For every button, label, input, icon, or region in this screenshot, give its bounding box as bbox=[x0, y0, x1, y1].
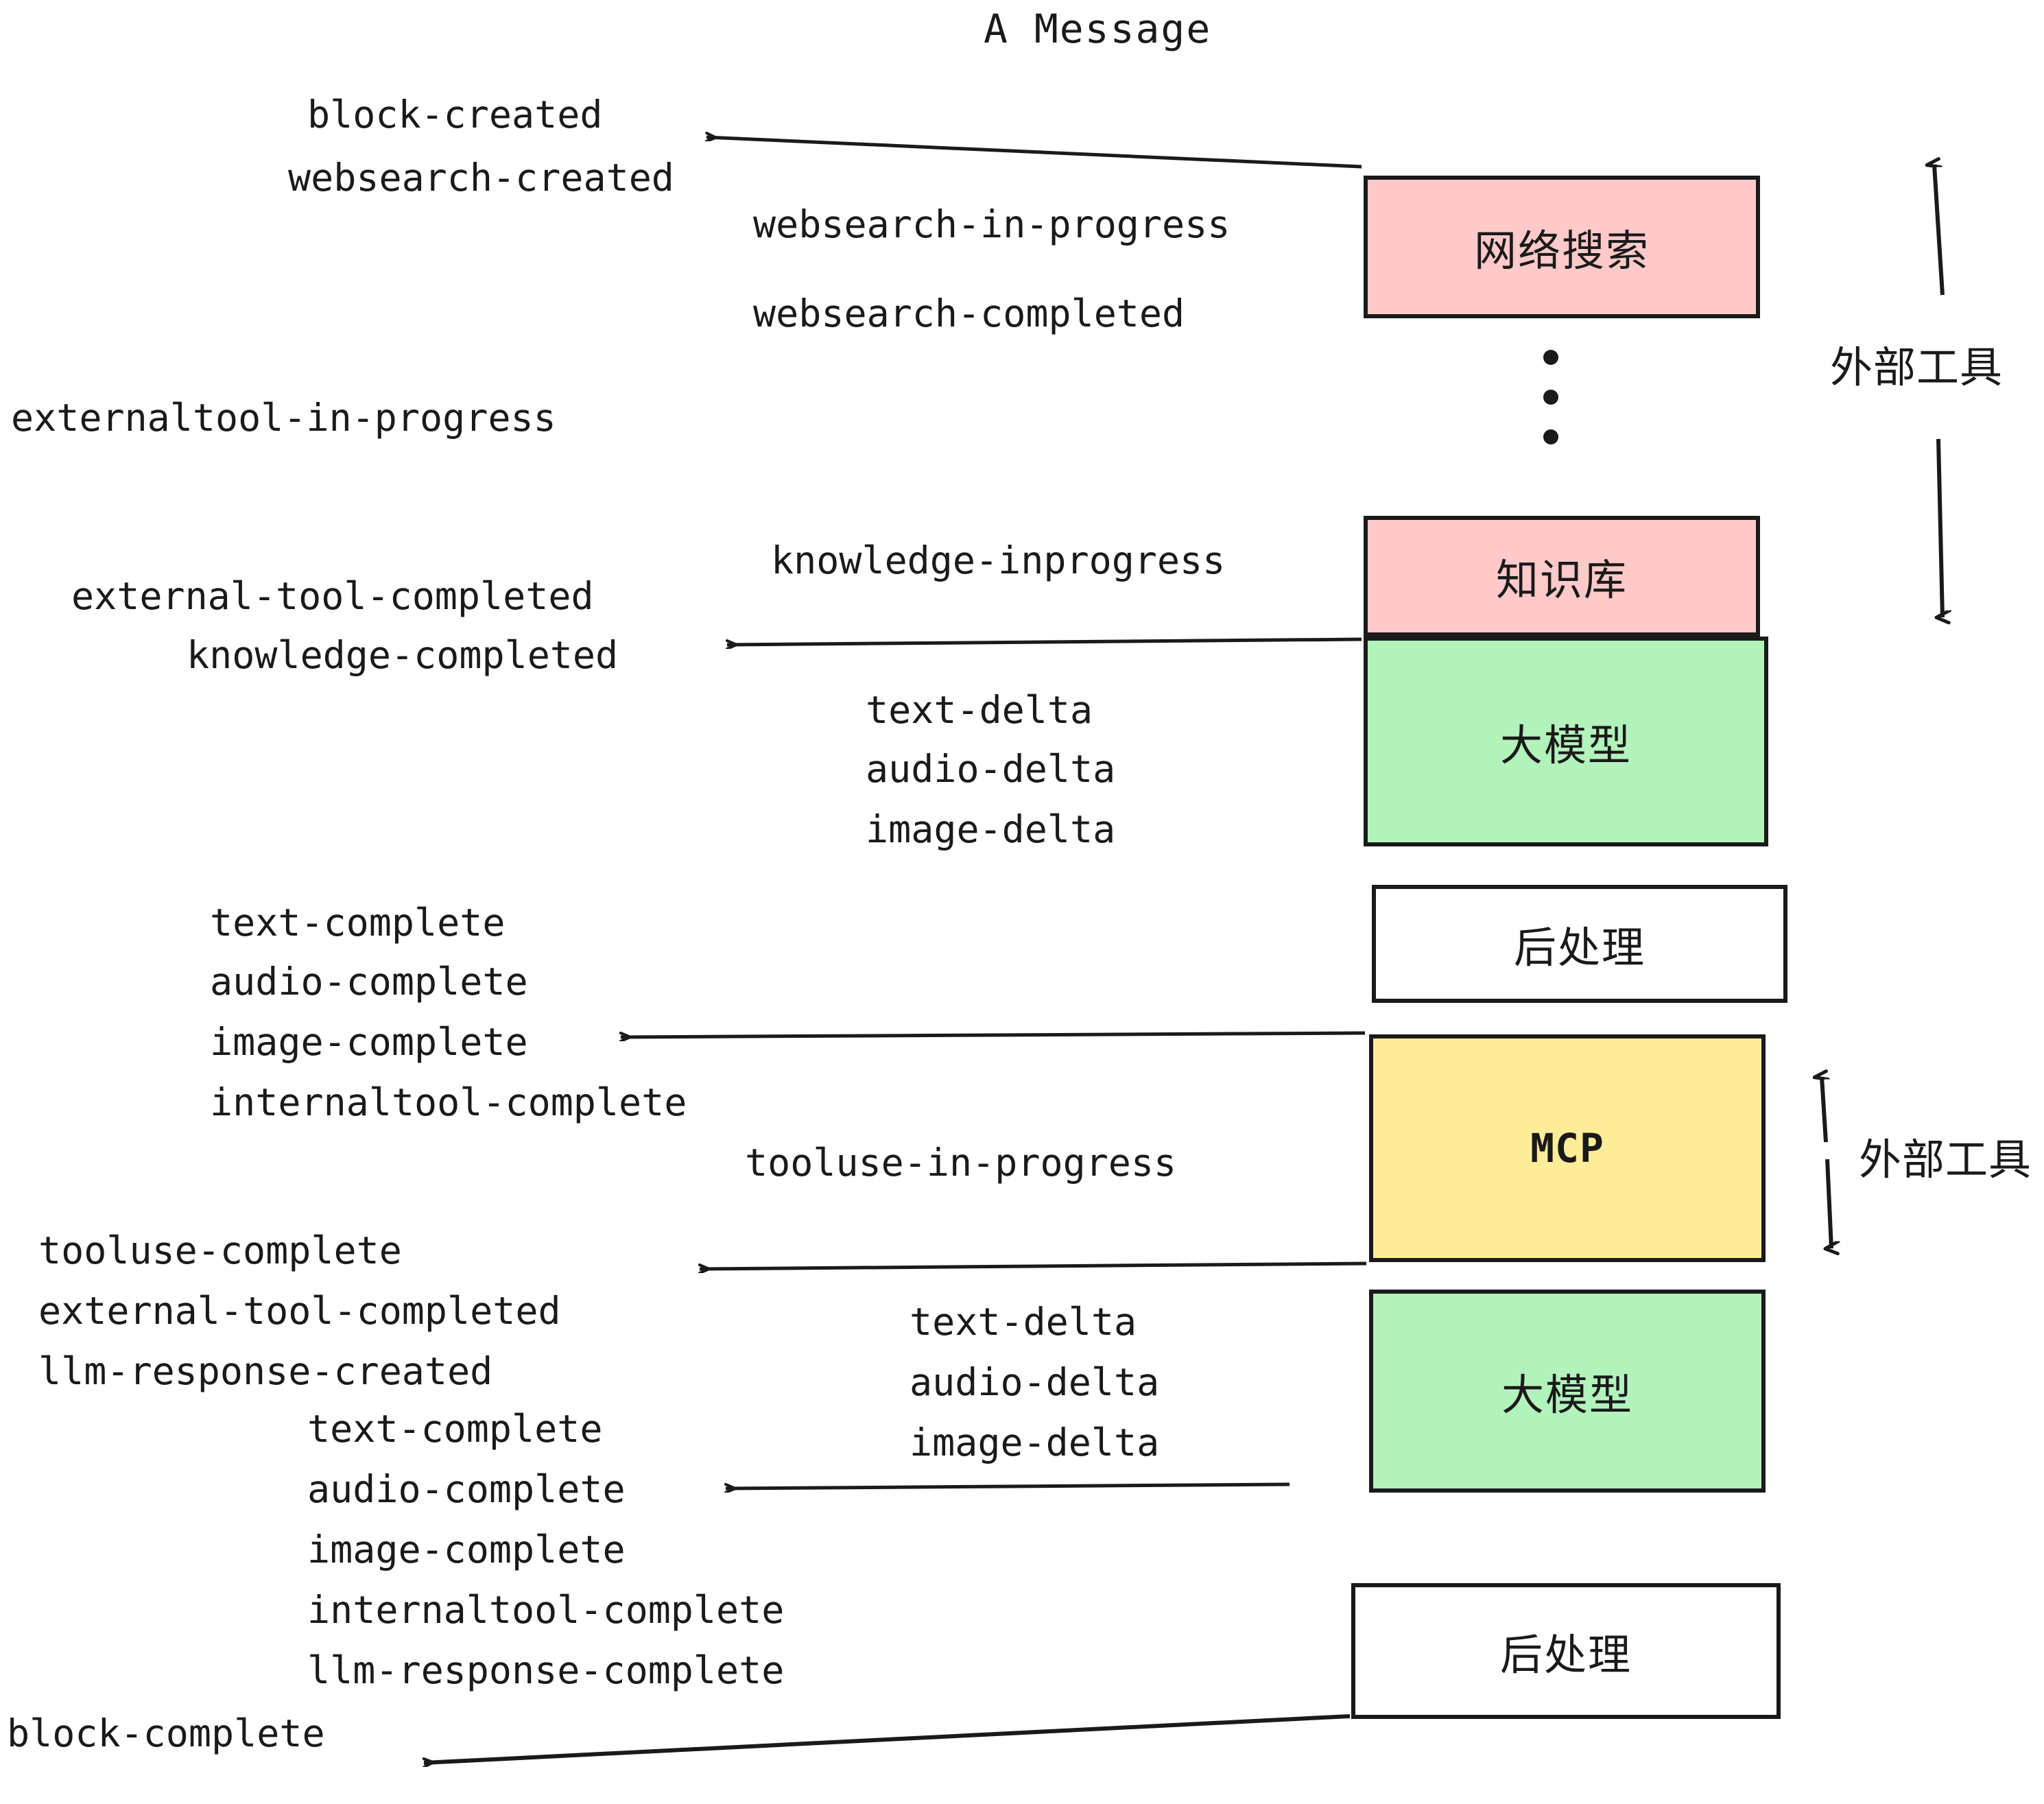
event-internaltool-complete-1: internaltool-complete bbox=[210, 1080, 687, 1124]
event-audio-delta-1: audio-delta bbox=[866, 747, 1116, 791]
event-llm-response-created: llm-response-created bbox=[38, 1349, 493, 1393]
box-knowledge-label: 知识库 bbox=[1495, 555, 1628, 605]
event-externaltool-in-progress: externaltool-in-progress bbox=[11, 396, 556, 440]
arrow-postprocess2-to-block-complete bbox=[424, 1714, 1351, 1763]
event-block-complete: block-complete bbox=[7, 1711, 325, 1755]
event-audio-complete-1: audio-complete bbox=[210, 960, 528, 1004]
event-websearch-completed: websearch-completed bbox=[753, 292, 1185, 335]
event-external-tool-completed-1: external-tool-completed bbox=[71, 574, 594, 618]
event-text-complete-2: text-complete bbox=[307, 1407, 603, 1451]
box-websearch[interactable]: 网络搜索 bbox=[1364, 176, 1760, 318]
event-image-complete-1: image-complete bbox=[210, 1020, 528, 1064]
event-audio-delta-2: audio-delta bbox=[910, 1360, 1160, 1404]
box-llm-1-label: 大模型 bbox=[1499, 720, 1632, 770]
box-knowledge[interactable]: 知识库 bbox=[1364, 516, 1760, 637]
arrow-llm1-to-complete bbox=[621, 1031, 1366, 1037]
arrow-llm2-to-audio-complete bbox=[726, 1482, 1290, 1488]
event-audio-complete-2: audio-complete bbox=[307, 1467, 626, 1511]
ellipsis-dot bbox=[1543, 429, 1558, 444]
box-llm-2[interactable]: 大模型 bbox=[1369, 1290, 1766, 1493]
event-internaltool-complete-2: internaltool-complete bbox=[307, 1588, 785, 1632]
box-postprocess-1[interactable]: 后处理 bbox=[1372, 885, 1787, 1003]
event-knowledge-completed: knowledge-completed bbox=[187, 633, 619, 677]
arrow-mcp-to-tooluse-complete bbox=[700, 1261, 1367, 1269]
box-mcp-label: MCP bbox=[1530, 1125, 1604, 1172]
event-text-complete-1: text-complete bbox=[210, 901, 506, 945]
arrow-websearch-to-created bbox=[706, 137, 1362, 169]
box-postprocess-2-label: 后处理 bbox=[1499, 1630, 1632, 1680]
box-mcp[interactable]: MCP bbox=[1369, 1034, 1766, 1262]
arrow-knowledge-to-completed bbox=[727, 637, 1362, 645]
side-label-external-tools-bottom: 外部工具 bbox=[1859, 1135, 2032, 1185]
event-tooluse-complete: tooluse-complete bbox=[38, 1229, 402, 1272]
box-llm-1[interactable]: 大模型 bbox=[1364, 637, 1768, 846]
box-postprocess-1-label: 后处理 bbox=[1513, 923, 1645, 973]
event-websearch-created: websearch-created bbox=[288, 156, 674, 200]
event-knowledge-inprogress: knowledge-inprogress bbox=[771, 538, 1226, 582]
ellipsis-dot bbox=[1543, 390, 1558, 405]
event-image-delta-1: image-delta bbox=[866, 807, 1116, 851]
event-tooluse-in-progress: tooluse-in-progress bbox=[745, 1141, 1177, 1185]
box-llm-2-label: 大模型 bbox=[1501, 1370, 1633, 1420]
event-block-created: block-created bbox=[307, 93, 603, 137]
ellipsis-dot bbox=[1543, 350, 1558, 365]
box-websearch-label: 网络搜索 bbox=[1473, 226, 1650, 276]
event-websearch-in-progress: websearch-in-progress bbox=[753, 202, 1231, 246]
event-text-delta-1: text-delta bbox=[866, 688, 1093, 732]
event-external-tool-completed-2: external-tool-completed bbox=[38, 1289, 561, 1333]
event-text-delta-2: text-delta bbox=[910, 1300, 1137, 1344]
box-postprocess-2[interactable]: 后处理 bbox=[1351, 1583, 1781, 1719]
external-tools-range-arrow-bottom bbox=[1822, 1077, 1831, 1248]
ellipsis-dots bbox=[1543, 350, 1558, 444]
diagram-title: A Message bbox=[984, 5, 1212, 52]
event-llm-response-complete: llm-response-complete bbox=[307, 1648, 785, 1692]
side-label-external-tools-top: 外部工具 bbox=[1830, 342, 2004, 392]
event-image-delta-2: image-delta bbox=[910, 1421, 1160, 1464]
event-image-complete-2: image-complete bbox=[307, 1528, 626, 1571]
